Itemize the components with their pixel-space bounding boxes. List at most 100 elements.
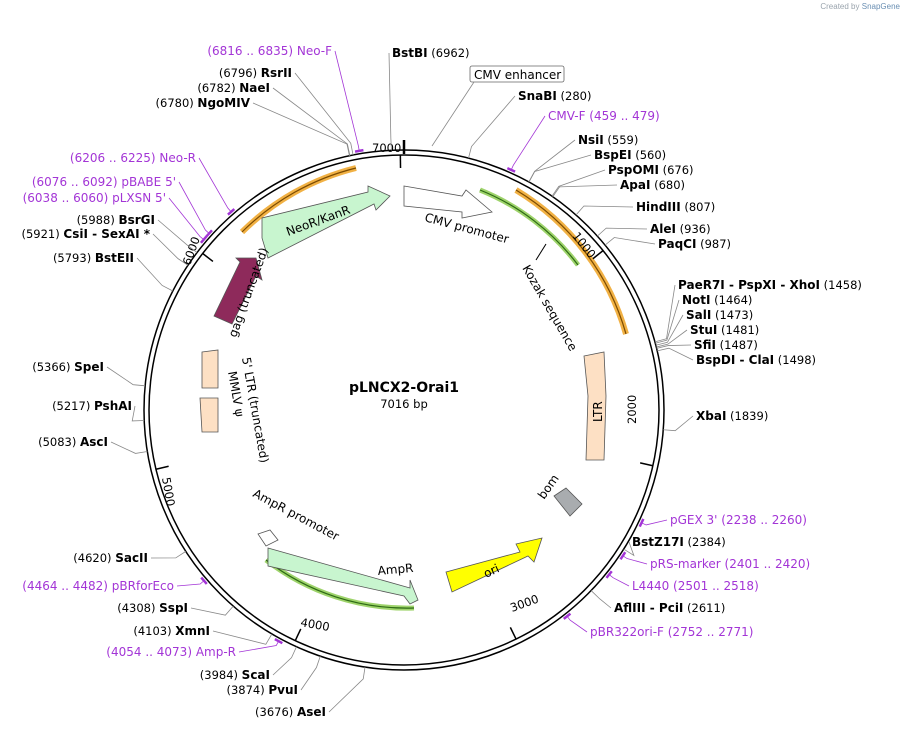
primer-leader-2 (198, 157, 232, 213)
site-snabi: SnaBI (280) (518, 89, 592, 103)
primer-mark-3 (205, 229, 213, 238)
site-position-text: (1458) (820, 278, 862, 292)
site-stui: StuI (1481) (690, 323, 759, 337)
site-nsii: NsiI (559) (578, 133, 638, 147)
site-hindiii: HindIII (807) (636, 200, 715, 214)
site-name-text: PvuI (268, 683, 298, 697)
cmv-enhancer-box (469, 65, 565, 83)
primer-label: pGEX 3' (2238 .. 2260) (670, 513, 807, 527)
tick-mark-5000 (155, 465, 169, 471)
site-position-text: (680) (650, 178, 685, 192)
primer-name-text: L4440 (632, 579, 669, 593)
primer-mark-10 (274, 638, 283, 645)
site-name-text: RsrII (261, 66, 292, 80)
leader-naei (272, 87, 351, 156)
leader-nsii (528, 139, 576, 183)
site-position-text: (807) (681, 200, 716, 214)
primer-leader-10 (238, 640, 279, 653)
tick-label-2000: 2000 (625, 395, 639, 424)
site-sacii: (4620) SacII (73, 551, 148, 565)
site-spei: (5366) SpeI (32, 360, 104, 374)
feature-ori (445, 537, 543, 593)
site-position-text: (3984) (200, 668, 242, 682)
leader-sspi (190, 605, 234, 616)
tick-mark-2000 (639, 462, 654, 467)
feature-cmv-promoter (403, 185, 493, 219)
primer-leader-0 (334, 50, 360, 151)
site-sspi: (4308) SspI (117, 601, 188, 615)
leader-bspei (528, 154, 592, 183)
site-sali: SalI (1473) (686, 308, 753, 322)
kozak-mark (535, 243, 547, 261)
site-name-text: SnaBI (518, 89, 557, 103)
site-pvui: (3874) PvuI (226, 683, 298, 697)
leader-asei (328, 667, 366, 713)
site-pspomi: PspOMI (676) (608, 163, 694, 177)
site-name-text: SalI (686, 308, 711, 322)
site-name-text: - PspXI (725, 278, 776, 292)
tick-mark-1000 (592, 250, 604, 260)
site-name-text: - XhoI (776, 278, 820, 292)
leader-pvui (300, 656, 321, 691)
leader-bsteii (136, 257, 174, 292)
tick-label-3000: 3000 (508, 592, 540, 615)
primer-mark-6 (619, 551, 627, 560)
site-paer7i: PaeR7I - PspXI - XhoI (1458) (678, 278, 862, 292)
backbone-inner-circle (148, 154, 660, 666)
leader-stui (656, 329, 688, 348)
site-name-text: BspEI (594, 148, 632, 162)
label-kozak: Kozak sequence (519, 263, 580, 354)
tick-mark-3000 (509, 627, 517, 640)
site-naei: (6782) NaeI (197, 81, 270, 95)
tick-mark-6000 (202, 252, 214, 263)
site-xmni: (4103) XmnI (133, 624, 210, 638)
site-bsrgi: (5988) BsrGI (77, 213, 155, 227)
label-ampr: AmpR (377, 561, 414, 578)
primer-range-text: (4464 .. 4482) (22, 579, 112, 593)
feature-mmlv-psi (201, 349, 219, 389)
site-position-text: (1487) (716, 338, 758, 352)
leader-snabi (468, 95, 516, 159)
site-afliii: AflIII - PciI (2611) (614, 601, 725, 615)
primer-leader-7 (608, 574, 630, 587)
primer-mark-2 (227, 208, 236, 216)
primer-range-text: (2238 .. 2260) (717, 513, 807, 527)
site-rsrii: (6796) RsrII (219, 66, 292, 80)
leader-bspdi (657, 347, 694, 361)
orf-arc-green-top-line (479, 189, 579, 266)
site-name-text: AleI (650, 222, 676, 236)
site-name-text: NaeI (239, 81, 270, 95)
site-name-text: SspI (159, 601, 188, 615)
site-position-text: (6962) (428, 46, 470, 60)
primer-label: (4054 .. 4073) Amp-R (106, 645, 236, 659)
leader-bstz17i (623, 541, 635, 557)
site-bstbi: BstBI (6962) (392, 46, 470, 60)
site-position-text: (936) (676, 222, 711, 236)
site-position-text: (5217) (52, 399, 94, 413)
site-position-text: (6780) (156, 96, 198, 110)
site-position-text: (6796) (219, 66, 261, 80)
site-position-text: (1473) (711, 308, 753, 322)
site-name-text: XmnI (175, 624, 210, 638)
site-name-text: - ClaI (735, 353, 774, 367)
primer-label: (4464 .. 4482) pBRforEco (22, 579, 174, 593)
primer-range-text: (4054 .. 4073) (106, 645, 196, 659)
feature-ampr (267, 547, 419, 605)
primer-label: (6206 .. 6225) Neo-R (70, 151, 196, 165)
site-noti: NotI (1464) (682, 293, 752, 307)
primer-leader-8 (566, 616, 588, 633)
site-asei: (3676) AseI (255, 705, 326, 719)
feature-5ltr (199, 397, 219, 433)
primer-leader-6 (622, 555, 648, 565)
primer-label: L4440 (2501 .. 2518) (632, 579, 759, 593)
primer-leader-9 (176, 580, 205, 587)
site-name-text: StuI (690, 323, 717, 337)
leader-rsrii (294, 72, 354, 156)
site-name-text: PaeR7I (678, 278, 725, 292)
plasmid-size: 7016 bp (380, 397, 428, 411)
site-alei: AleI (936) (650, 222, 711, 236)
primer-leader-5 (641, 519, 668, 526)
site-ngomiv: (6780) NgoMIV (156, 96, 251, 110)
label-ori: ori (481, 561, 501, 580)
primer-mark-5 (638, 518, 645, 528)
